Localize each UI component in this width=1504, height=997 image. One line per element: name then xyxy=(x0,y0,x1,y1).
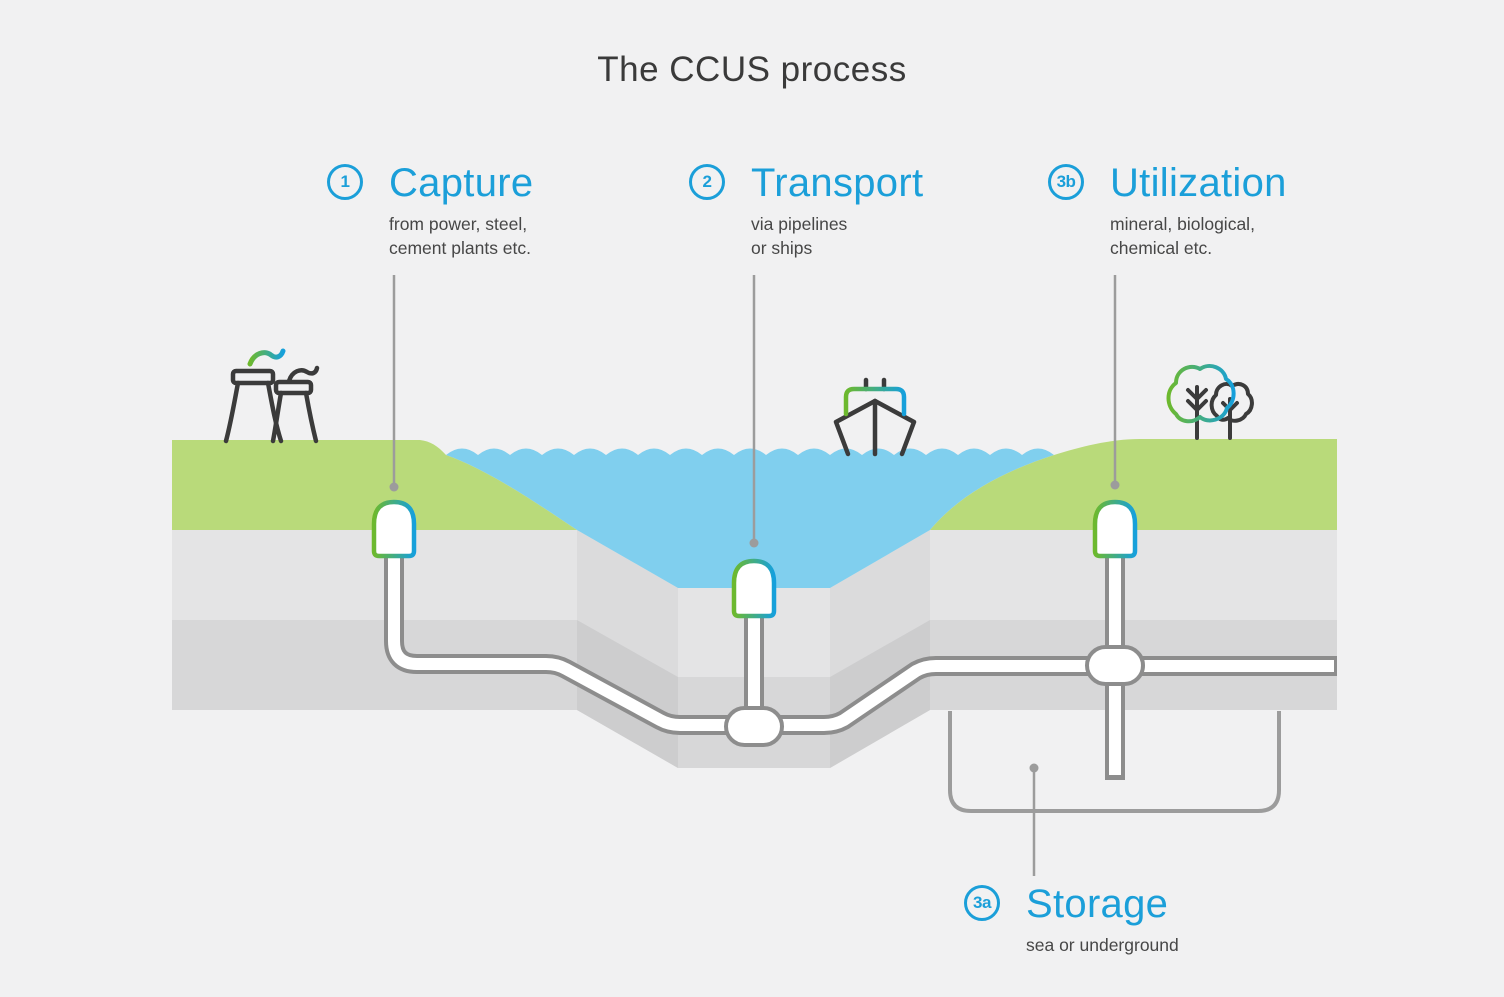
sea-water xyxy=(446,448,1054,588)
step-storage-desc-line1: sea or underground xyxy=(1026,935,1179,955)
step-utilization-desc: mineral, biological, chemical etc. xyxy=(1110,212,1255,260)
pipe-junction-right xyxy=(1085,645,1145,686)
step-utilization-desc-line2: chemical etc. xyxy=(1110,238,1213,258)
storage-leader xyxy=(1029,763,1039,876)
ship-icon xyxy=(833,377,917,457)
step-transport-badge: 2 xyxy=(689,164,725,200)
step-transport-desc-line1: via pipelines xyxy=(751,214,848,234)
step-transport-heading: Transport xyxy=(751,161,924,205)
wellhead-icon-right xyxy=(1092,499,1138,559)
step-capture-desc-line1: from power, steel, xyxy=(389,214,528,234)
trees-icon xyxy=(1166,364,1254,440)
wellhead-icon-left xyxy=(371,499,417,559)
step-capture-heading: Capture xyxy=(389,161,534,205)
step-utilization-heading: Utilization xyxy=(1110,161,1287,205)
step-storage-badge: 3a xyxy=(964,885,1000,921)
factory-icon xyxy=(223,348,320,444)
leader-lines xyxy=(389,275,1120,876)
step-storage-desc: sea or underground xyxy=(1026,933,1179,957)
utilization-leader xyxy=(1110,275,1120,490)
step-transport-desc-line2: or ships xyxy=(751,238,813,258)
page-title: The CCUS process xyxy=(597,50,907,89)
step-utilization-badge: 3b xyxy=(1048,164,1084,200)
step-capture-badge: 1 xyxy=(327,164,363,200)
storage-bracket xyxy=(948,711,1281,813)
land-surface xyxy=(172,439,1337,530)
wellhead-icon-middle xyxy=(731,558,777,619)
gradient-tree-crown xyxy=(1166,364,1236,424)
step-storage-heading: Storage xyxy=(1026,882,1169,926)
step-utilization-desc-line1: mineral, biological, xyxy=(1110,214,1255,234)
pipe-junction-middle xyxy=(724,706,784,747)
step-capture-desc: from power, steel, cement plants etc. xyxy=(389,212,531,260)
green-smoke xyxy=(247,348,286,367)
transport-leader xyxy=(749,275,759,548)
ship-cabin xyxy=(843,386,907,417)
pipeline xyxy=(384,553,1337,780)
step-capture-desc-line2: cement plants etc. xyxy=(389,238,532,258)
capture-leader xyxy=(389,275,399,492)
step-transport-desc: via pipelines or ships xyxy=(751,212,847,260)
wellheads xyxy=(371,499,1138,619)
